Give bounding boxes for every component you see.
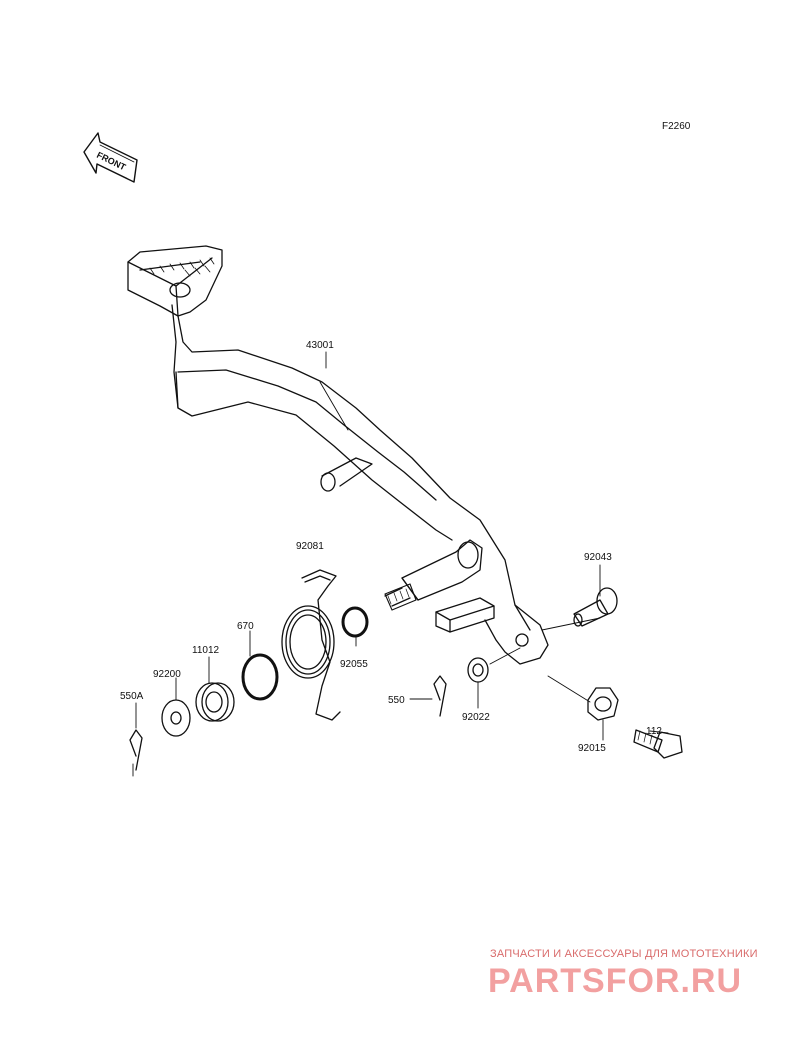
- washer-92200: [161, 699, 191, 737]
- washer-92022: [467, 657, 489, 683]
- label-670: 670: [237, 621, 254, 632]
- return-spring: [281, 569, 341, 721]
- hex-nut: [587, 687, 619, 721]
- front-arrow-icon: FRONT: [83, 132, 138, 183]
- cotter-pin-550a: [129, 729, 143, 777]
- collar-11012: [195, 682, 235, 722]
- label-92081: 92081: [296, 541, 324, 552]
- watermark-tagline: ЗАПЧАСТИ И АКСЕССУАРЫ ДЛЯ МОТОТЕХНИКИ: [490, 948, 758, 960]
- o-ring-92055: [341, 606, 369, 638]
- cotter-pin-550: [433, 675, 447, 717]
- seal-670: [241, 653, 279, 701]
- label-550: 550: [388, 695, 405, 706]
- label-92043: 92043: [584, 552, 612, 563]
- bolt: [633, 729, 683, 759]
- label-92022: 92022: [462, 712, 490, 723]
- figure-code: F2260: [662, 121, 691, 132]
- label-92200: 92200: [153, 669, 181, 680]
- label-112: 112: [646, 726, 662, 737]
- label-550a: 550A: [120, 691, 144, 702]
- label-92015: 92015: [578, 743, 606, 754]
- label-11012: 11012: [192, 645, 220, 656]
- brake-pedal: [127, 245, 549, 665]
- label-92055: 92055: [340, 659, 368, 670]
- label-43001: 43001: [306, 340, 334, 351]
- leader-lines: [135, 351, 669, 741]
- clevis-pin: [573, 587, 618, 627]
- watermark-logo: PARTSFOR.RU: [488, 962, 743, 1000]
